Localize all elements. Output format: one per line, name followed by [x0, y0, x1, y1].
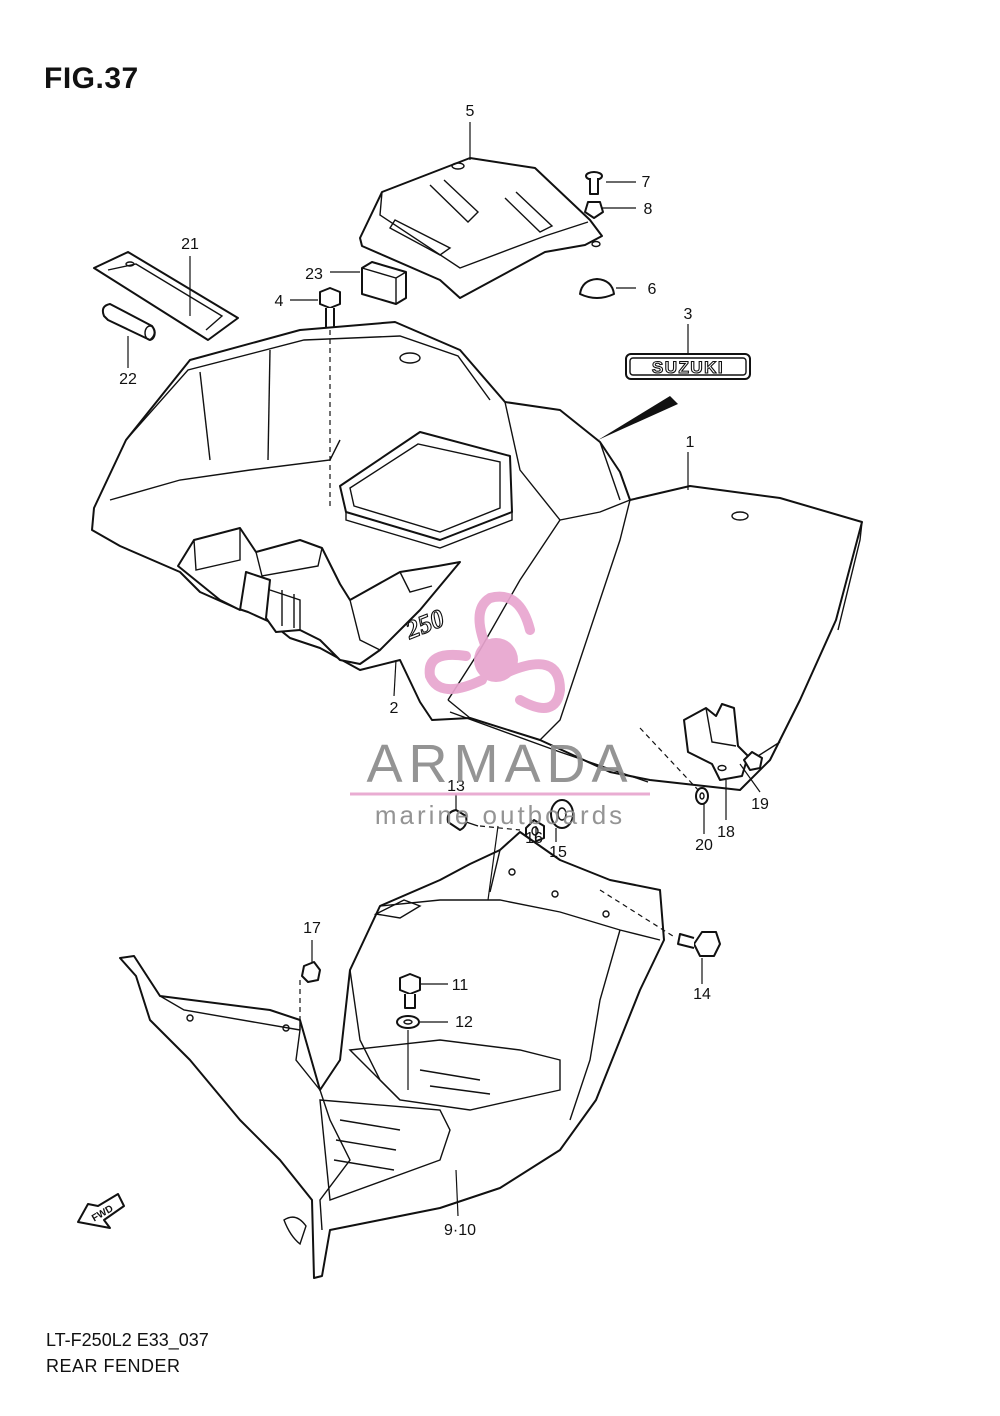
callout-12: 12	[455, 1014, 473, 1031]
leader-lines	[127, 122, 761, 1217]
part-clip-13	[446, 809, 479, 831]
part-bolt-14	[677, 931, 721, 957]
part-footrest-9-10	[119, 831, 665, 1279]
part-bracket-2	[177, 527, 461, 665]
fwd-arrow-icon: FWD	[77, 1193, 125, 1229]
part-screw-19	[743, 741, 781, 771]
callout-15: 15	[549, 844, 567, 861]
callout-20: 20	[695, 837, 713, 854]
propeller-logo-icon	[424, 591, 566, 713]
part-bolt-11	[399, 973, 421, 1009]
watermark: ARMADA marine outboards	[350, 591, 650, 830]
part-tool-bag-21	[93, 251, 239, 341]
callout-14: 14	[693, 986, 711, 1003]
part-nut-17	[301, 961, 321, 983]
part-battery-cover	[359, 157, 603, 299]
callout-1: 1	[686, 434, 695, 451]
callout-4: 4	[275, 293, 284, 310]
part-nut-16	[525, 819, 545, 843]
part-tool-roll-22	[101, 303, 156, 341]
callout-22: 22	[119, 371, 137, 388]
callout-11: 11	[452, 977, 469, 994]
callout-9-10: 9·10	[444, 1222, 476, 1239]
callout-7: 7	[642, 174, 651, 191]
callout-numbers: 1 2 3 4 5 6 7 8 9·10 11 12 13 14 15 16 1…	[119, 103, 769, 1239]
part-emblem-3: SUZUKI	[598, 353, 751, 440]
part-cap-6	[579, 278, 615, 299]
callout-3: 3	[684, 306, 693, 323]
part-washer-20	[695, 787, 709, 805]
assembly-name: REAR FENDER	[46, 1356, 181, 1376]
callout-5: 5	[466, 103, 475, 120]
part-pad-23	[361, 261, 407, 305]
figure-title: FIG.37	[44, 62, 139, 95]
callout-16: 16	[525, 830, 543, 847]
callout-21: 21	[181, 236, 199, 253]
propeller-hub	[474, 638, 518, 682]
callout-19: 19	[751, 796, 769, 813]
callout-2: 2	[390, 700, 399, 717]
watermark-tagline: marine outboards	[375, 800, 625, 830]
callout-13: 13	[447, 778, 465, 795]
part-rear-fender-1: 250	[91, 321, 863, 791]
emblem-text: SUZUKI	[652, 358, 724, 377]
part-nut-8	[584, 201, 604, 219]
model-code: LT-F250L2 E33_037	[46, 1330, 209, 1350]
part-washer-12	[396, 1015, 420, 1029]
watermark-brand: ARMADA	[366, 734, 633, 794]
part-screw-7	[585, 171, 603, 195]
part-bracket-18	[683, 703, 749, 781]
part-washer-15	[550, 799, 574, 829]
callout-6: 6	[648, 281, 657, 298]
callout-23: 23	[305, 266, 323, 283]
callout-8: 8	[644, 201, 653, 218]
callout-18: 18	[717, 824, 735, 841]
callout-17: 17	[303, 920, 321, 937]
part-bolt-4	[319, 287, 341, 329]
